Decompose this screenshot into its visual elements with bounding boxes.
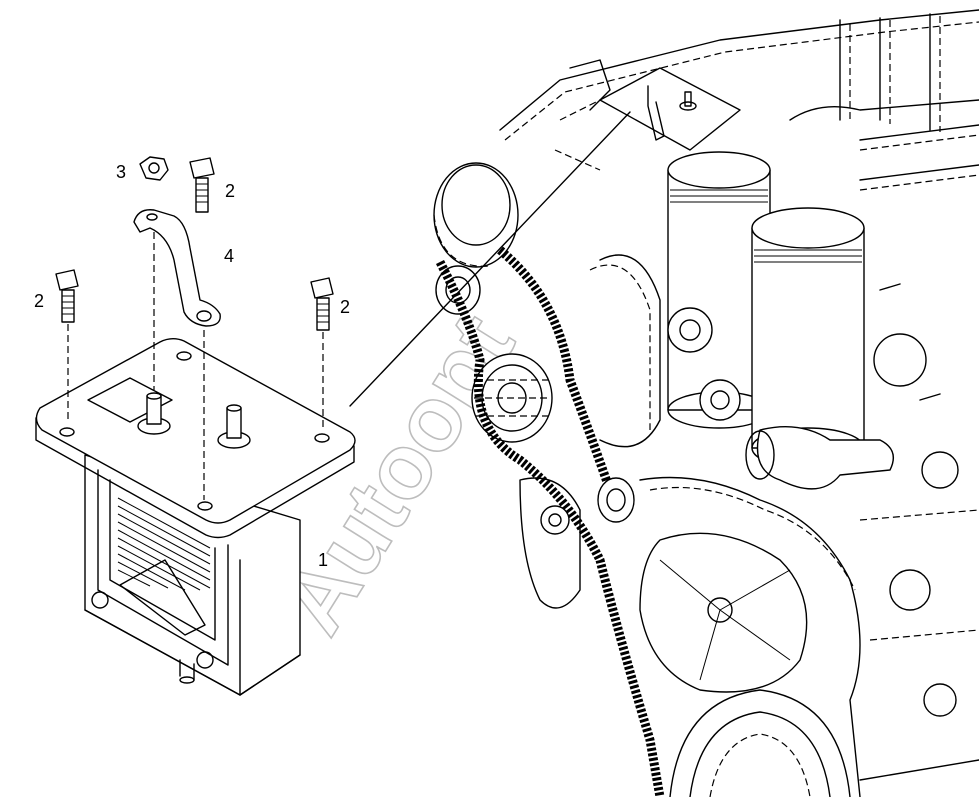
- part-2-bolt-top: [189, 157, 215, 213]
- callout-part-2-top: 2: [225, 181, 235, 201]
- engine-illustration: [433, 9, 979, 797]
- engine-filter-cans: [667, 151, 865, 469]
- callout-part-2-right: 2: [340, 297, 350, 317]
- part-1-heater-assembly: [35, 338, 356, 696]
- callout-part-1: 1: [318, 550, 328, 570]
- leader-line: [349, 111, 631, 407]
- part-3-nut: [139, 156, 169, 181]
- callout-part-2-left: 2: [34, 291, 44, 311]
- callout-part-3: 3: [116, 162, 126, 182]
- part-2-bolt-right: [310, 277, 334, 428]
- part-4-bracket: [133, 209, 221, 500]
- callout-part-4: 4: [224, 246, 234, 266]
- part-2-bolt-left: [55, 269, 79, 420]
